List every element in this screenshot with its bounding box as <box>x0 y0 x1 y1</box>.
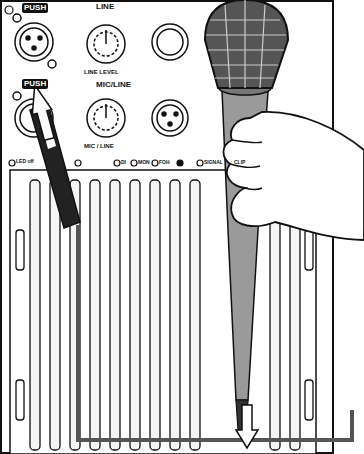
panel-label: MON <box>138 160 150 165</box>
mount-slots <box>16 230 313 420</box>
panel-label: PUSH <box>22 79 48 89</box>
finger-lines <box>230 140 262 190</box>
panel-label: DI <box>121 160 126 165</box>
panel-label: LINE LEVEL <box>84 69 119 75</box>
panel-label: LED off <box>16 159 34 164</box>
panel-label: SIGNAL <box>204 160 223 165</box>
combo-jack <box>13 14 56 68</box>
panel-label: MIC/LINE <box>96 81 131 89</box>
level-knob <box>87 25 125 63</box>
level-knob <box>87 99 125 137</box>
panel-label: LINE <box>96 3 114 11</box>
screw-hole <box>5 6 13 14</box>
led-indicators <box>9 160 233 166</box>
panel-label: FOH <box>159 160 170 165</box>
xlr-jack <box>152 24 188 60</box>
panel-label: PUSH <box>22 3 48 13</box>
panel-label: MIC / LINE <box>84 143 114 149</box>
panel-label: CLIP <box>234 160 245 165</box>
xlr-plug <box>25 82 80 228</box>
mic-cable <box>78 225 352 440</box>
xlr-jack <box>152 100 188 136</box>
back-panel <box>1 1 333 453</box>
hand <box>224 112 364 240</box>
